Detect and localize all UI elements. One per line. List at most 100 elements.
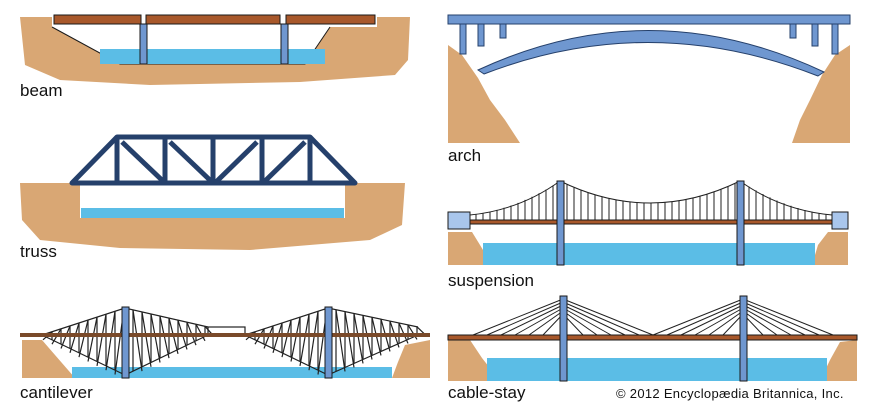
beam-earth: [20, 17, 410, 85]
suspension-water: [483, 243, 815, 265]
arch-structure: [447, 14, 851, 77]
arch-bridge: [447, 14, 851, 143]
cantilever-water: [72, 367, 392, 378]
arch-column: [477, 23, 485, 47]
truss-diagonal: [213, 140, 259, 185]
cantilever-diagonal: [105, 311, 116, 371]
cantilever-diagonal: [353, 313, 364, 364]
cable-stay-earth-right: [820, 340, 857, 381]
stay-cable: [486, 301, 564, 336]
cantilever-truss: [41, 307, 427, 376]
beam-water: [100, 49, 325, 64]
cantilever-diagonal: [308, 311, 319, 371]
cantilever-tower: [324, 306, 333, 379]
cable-stay-tower: [559, 295, 568, 382]
label-suspension: suspension: [448, 271, 535, 290]
cantilever-diagonal: [299, 314, 310, 366]
cantilever-diagonal: [69, 322, 80, 354]
cantilever-diagonal: [141, 311, 152, 367]
suspension-bridge: [447, 180, 849, 266]
cable-stay-bridge: [447, 295, 858, 382]
stay-cable: [562, 310, 598, 336]
truss-water: [81, 208, 344, 218]
truss-bridge: [20, 134, 405, 250]
suspension-tower: [556, 180, 565, 266]
stay-cable: [708, 310, 744, 336]
cantilever-diagonal: [263, 325, 274, 349]
truss-earth: [20, 183, 405, 250]
truss-frame: [69, 134, 358, 186]
cantilever-diagonal: [159, 315, 170, 359]
cantilever-diagonal: [344, 311, 355, 368]
cable-stay-water: [487, 358, 827, 381]
suspension-deck: [469, 219, 833, 225]
stay-cable: [742, 304, 806, 336]
stay-cable: [742, 310, 778, 336]
stay-cable: [742, 307, 792, 336]
cantilever-diagonal: [150, 313, 161, 363]
cantilever-earth-right: [392, 340, 430, 378]
label-truss: truss: [20, 242, 57, 261]
arch-column: [831, 23, 839, 55]
stay-cable: [562, 298, 654, 336]
cantilever-diagonal: [78, 319, 89, 358]
stay-cables: [472, 298, 834, 336]
suspension-earth-right: [812, 232, 848, 265]
cantilever-bridge: [20, 306, 430, 379]
beam-pier: [280, 23, 289, 65]
stay-cable: [500, 304, 564, 336]
cantilever-diagonal: [290, 316, 301, 362]
stay-cable: [514, 307, 564, 336]
truss-diagonal: [120, 140, 167, 185]
stay-cable: [680, 304, 744, 336]
suspension-cables: [469, 180, 833, 220]
stay-cable: [562, 304, 626, 336]
beam-pier: [139, 23, 148, 65]
cantilever-diagonal: [87, 316, 98, 362]
stay-cable: [472, 298, 564, 336]
arch-column: [811, 23, 819, 47]
label-cable-stay: cable-stay: [448, 383, 526, 402]
suspension-anchor: [831, 211, 849, 230]
beam-deck-span: [285, 14, 376, 25]
label-cantilever: cantilever: [20, 383, 93, 402]
arch-cliff-left: [448, 45, 520, 143]
stay-cable: [652, 298, 744, 336]
arch-rib: [476, 30, 826, 77]
stay-cable: [528, 310, 564, 336]
cantilever-diagonal: [96, 314, 107, 366]
suspension-tower: [736, 180, 745, 266]
stay-cable: [666, 301, 744, 336]
cantilever-diagonal: [132, 309, 143, 372]
copyright-notice: © 2012 Encyclopædia Britannica, Inc.: [616, 386, 844, 401]
cantilever-diagonal: [335, 309, 346, 372]
truss-diagonal: [261, 140, 307, 185]
arch-column: [459, 23, 467, 55]
stay-cable: [742, 301, 820, 336]
cantilever-earth-left: [22, 340, 75, 378]
arch-column: [789, 23, 797, 39]
cantilever-diagonal: [362, 315, 373, 360]
stay-cable: [562, 307, 612, 336]
suspension-earth-left: [448, 232, 492, 265]
stay-cable: [694, 307, 744, 336]
cantilever-diagonal: [272, 322, 283, 354]
arch-cliff-right: [792, 45, 850, 143]
beam-deck-span: [53, 14, 142, 25]
stay-cable: [562, 301, 640, 336]
cantilever-diagonal: [281, 319, 292, 358]
label-beam: beam: [20, 81, 63, 100]
cantilever-diagonal: [60, 325, 71, 349]
beam-bridge: [20, 14, 410, 85]
cable-stay-tower: [739, 295, 748, 382]
beam-deck-span: [145, 14, 281, 25]
cable-stay-deck: [447, 334, 858, 341]
arch-deck: [447, 14, 851, 25]
arch-column: [499, 23, 507, 39]
suspension-anchor: [447, 211, 471, 230]
cantilever-diagonal: [407, 324, 418, 340]
cantilever-tower: [121, 306, 130, 379]
cantilever-diagonal: [195, 323, 206, 342]
stay-cable: [742, 298, 834, 336]
